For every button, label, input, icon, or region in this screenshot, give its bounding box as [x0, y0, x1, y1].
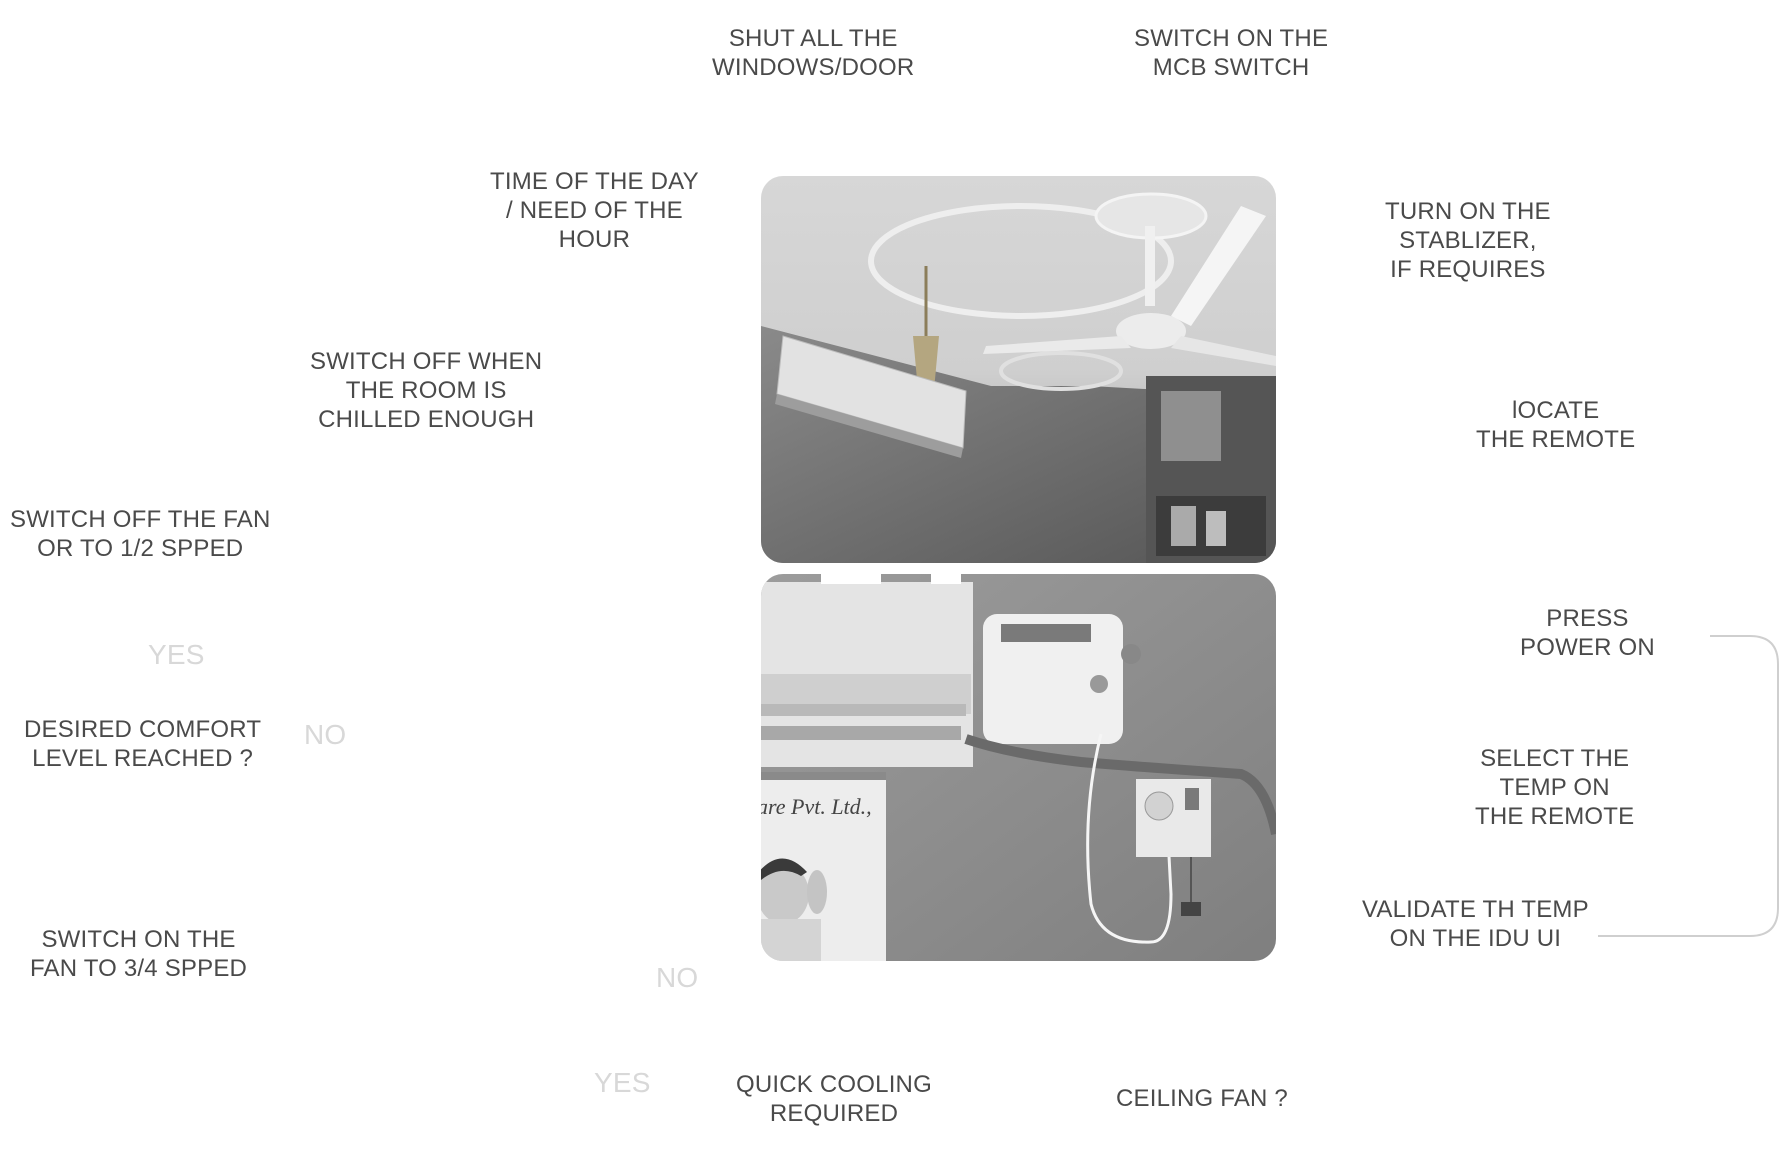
- step-line: TIME OF THE DAY: [490, 168, 699, 195]
- photo-ac-stabilizer: are Pvt. Ltd.,: [761, 574, 1276, 961]
- step-quick-cooling: QUICK COOLING REQUIRED: [736, 1070, 932, 1128]
- step-line: HOUR: [558, 226, 631, 253]
- step-validate-temp: VALIDATE TH TEMP ON THE IDU UI: [1362, 895, 1589, 953]
- step-line: STABLIZER,: [1399, 227, 1537, 254]
- step-line: REQUIRED: [769, 1100, 899, 1127]
- yes-upper-label: YES: [148, 639, 205, 670]
- step-line: QUICK COOLING: [736, 1071, 932, 1098]
- step-time-of-day: TIME OF THE DAY / NEED OF THE HOUR: [490, 167, 699, 254]
- step-line: TEMP ON: [1499, 774, 1610, 801]
- step-press-power: PRESS POWER ON: [1520, 604, 1655, 662]
- poster-text: are Pvt. Ltd.,: [761, 794, 872, 819]
- step-line: DESIRED COMFORT: [24, 716, 262, 743]
- step-line: IF REQUIRES: [1390, 256, 1546, 283]
- step-line: SHUT ALL THE: [728, 25, 898, 52]
- step-line: THE REMOTE: [1475, 803, 1635, 830]
- step-line: lOCATE: [1511, 397, 1600, 424]
- step-line: POWER ON: [1520, 634, 1655, 661]
- step-fan-off-half: SWITCH OFF THE FAN OR TO 1/2 SPPED: [10, 505, 271, 563]
- step-comfort-reached: DESIRED COMFORT LEVEL REACHED ?: [24, 715, 261, 773]
- no-upper-label: NO: [304, 719, 347, 750]
- step-line: ON THE IDU UI: [1389, 925, 1562, 952]
- step-mcb-switch: SWITCH ON THE MCB SWITCH: [1134, 24, 1328, 82]
- step-line: CHILLED ENOUGH: [318, 406, 535, 433]
- photo-ceiling-fan-room: [761, 176, 1276, 563]
- step-line: LEVEL REACHED ?: [32, 745, 254, 772]
- step-line: SWITCH OFF THE FAN: [10, 506, 271, 533]
- step-line: TURN ON THE: [1385, 198, 1551, 225]
- step-line: MCB SWITCH: [1152, 54, 1310, 81]
- step-line: SELECT THE: [1480, 745, 1630, 772]
- step-line: VALIDATE TH TEMP: [1362, 896, 1589, 923]
- step-line: THE ROOM IS: [345, 377, 507, 404]
- step-line: THE REMOTE: [1476, 426, 1636, 453]
- step-line: FAN TO 3/4 SPPED: [30, 955, 248, 982]
- step-line: SWITCH OFF WHEN: [310, 348, 543, 375]
- step-locate-remote: lOCATE THE REMOTE: [1476, 396, 1635, 454]
- step-stabilizer: TURN ON THE STABLIZER, IF REQUIRES: [1385, 197, 1551, 284]
- step-line: PRESS: [1546, 605, 1629, 632]
- step-line: OR TO 1/2 SPPED: [37, 535, 244, 562]
- step-fan-three-quarter: SWITCH ON THE FAN TO 3/4 SPPED: [30, 925, 247, 983]
- step-switch-off-chilled: SWITCH OFF WHEN THE ROOM IS CHILLED ENOU…: [310, 347, 542, 434]
- yes-lower-label: YES: [594, 1067, 651, 1098]
- step-shut-windows: SHUT ALL THE WINDOWS/DOOR: [712, 24, 914, 82]
- step-select-temp: SELECT THE TEMP ON THE REMOTE: [1475, 744, 1634, 831]
- step-ceiling-fan: CEILING FAN ?: [1116, 1085, 1288, 1112]
- step-line: SWITCH ON THE: [41, 926, 236, 953]
- step-line: WINDOWS/DOOR: [712, 54, 915, 81]
- step-line: / NEED OF THE: [505, 197, 683, 224]
- bracket-line: [1598, 635, 1779, 937]
- step-line: SWITCH ON THE: [1134, 25, 1329, 52]
- no-lower-label: NO: [656, 962, 699, 993]
